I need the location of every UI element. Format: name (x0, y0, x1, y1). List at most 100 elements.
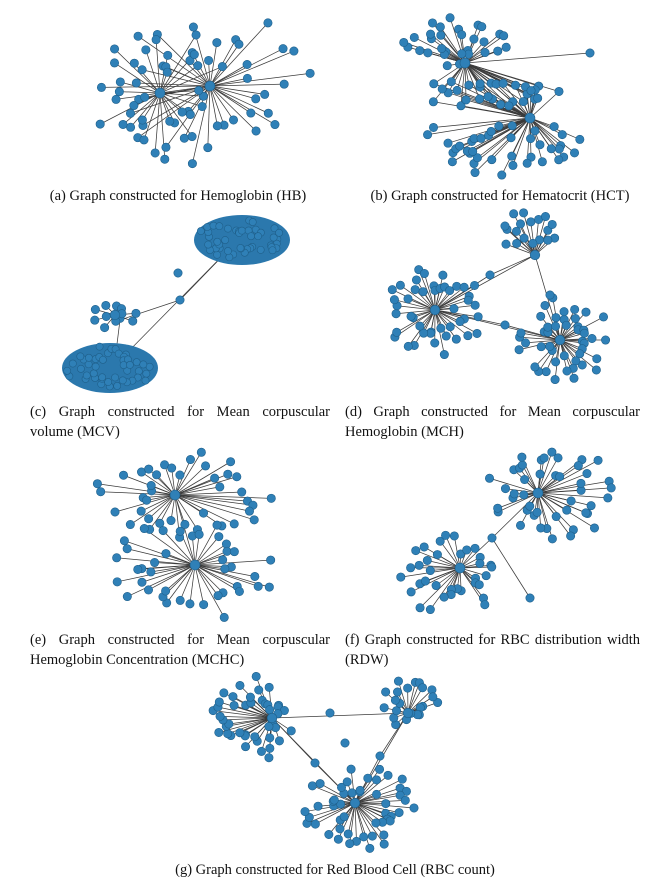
graph-edge (424, 273, 436, 311)
graph-edge (127, 564, 196, 597)
graph-node (345, 839, 355, 849)
graph-node (516, 219, 526, 229)
graph-node (139, 524, 149, 534)
graph-node (144, 585, 154, 595)
graph-edge (101, 85, 211, 88)
graph-edge (174, 465, 206, 496)
graph-node (125, 520, 135, 530)
graph-node (438, 270, 448, 280)
graph-edge (427, 117, 531, 136)
graph-node (576, 478, 586, 488)
graph-node (603, 493, 613, 503)
graph-node (196, 447, 206, 457)
graph-node (268, 246, 277, 255)
graph-node (139, 360, 148, 369)
graph-node (455, 141, 465, 151)
graph-edge (523, 212, 536, 256)
graph-mch (387, 208, 611, 385)
graph-node (436, 323, 446, 333)
graph-edge (537, 487, 612, 494)
graph-node (90, 305, 100, 315)
graph-node (150, 558, 160, 568)
graph-node (516, 520, 526, 530)
graph-edge (209, 42, 218, 87)
graph-edge (529, 117, 563, 135)
graph-edge (537, 492, 592, 507)
graph-node (213, 591, 223, 601)
graph-node (555, 472, 565, 482)
graph-node (96, 487, 106, 497)
graph-edge (159, 92, 203, 107)
graph-node (541, 367, 551, 377)
graph-node (493, 503, 503, 513)
graph-edge (394, 309, 436, 338)
graph-node (451, 334, 461, 344)
graph-edge (472, 117, 531, 152)
graph-node (571, 356, 581, 366)
graph-edge (473, 117, 531, 164)
graph-node (185, 455, 195, 465)
graph-node (250, 571, 260, 581)
graph-node (111, 373, 119, 382)
graph-node (429, 122, 439, 132)
graph-node (496, 100, 506, 110)
graph-edge (537, 492, 567, 511)
graph-edge (174, 494, 250, 512)
graph-edge (159, 92, 204, 97)
graph-node (475, 94, 485, 104)
graph-edge (427, 560, 461, 569)
graph-edge (209, 72, 311, 87)
graph-node (219, 612, 229, 622)
graph-node (419, 542, 429, 552)
graph-node (237, 226, 246, 235)
graph-node (511, 226, 521, 236)
graph-edge (396, 305, 436, 311)
graph-edge (520, 332, 561, 341)
graph-node (411, 275, 421, 285)
graph-node (175, 295, 185, 305)
graph-edge (537, 473, 588, 494)
graph-edge (354, 802, 400, 813)
graph-node (251, 126, 261, 136)
graph-node (487, 533, 497, 543)
panel-b (380, 8, 630, 188)
graph-node (173, 268, 183, 278)
graph-edge (394, 299, 436, 311)
graph-node (469, 34, 479, 44)
graph-node (235, 728, 245, 738)
graph-edge (192, 85, 211, 164)
graph-edge (315, 802, 356, 825)
graph-edge (312, 785, 356, 804)
graph-node (137, 577, 147, 587)
graph-node (468, 146, 478, 156)
graph-node (300, 807, 310, 817)
caption-d: (d) Graph constructed for Mean corpuscul… (345, 404, 640, 440)
graph-edge (209, 85, 257, 132)
graph-edge (209, 85, 234, 121)
graph-node (161, 586, 171, 596)
graph-node (254, 232, 262, 241)
graph-node (286, 726, 296, 736)
graph-node (204, 55, 214, 65)
graph-node (530, 362, 540, 372)
graph-edge (189, 564, 196, 604)
caption-a: (a) Graph constructed for Hemoglobin (HB… (49, 188, 307, 204)
graph-edge (209, 78, 248, 87)
graph-edge (347, 802, 356, 835)
graph-node (575, 134, 585, 144)
graph-node (310, 819, 320, 829)
graph-edge (141, 494, 176, 512)
graph-node (125, 108, 135, 118)
graph-node (98, 373, 107, 382)
graph-node (470, 300, 480, 310)
graph-node (256, 245, 265, 254)
graph-node (160, 154, 170, 164)
graph-edge (354, 802, 385, 836)
graph-node (509, 489, 519, 499)
graph-node (585, 48, 595, 58)
graph-node (470, 543, 480, 553)
graph-mchc (92, 447, 276, 622)
graph-node (508, 160, 518, 170)
graph-node (264, 753, 274, 763)
graph-edge (434, 295, 470, 311)
